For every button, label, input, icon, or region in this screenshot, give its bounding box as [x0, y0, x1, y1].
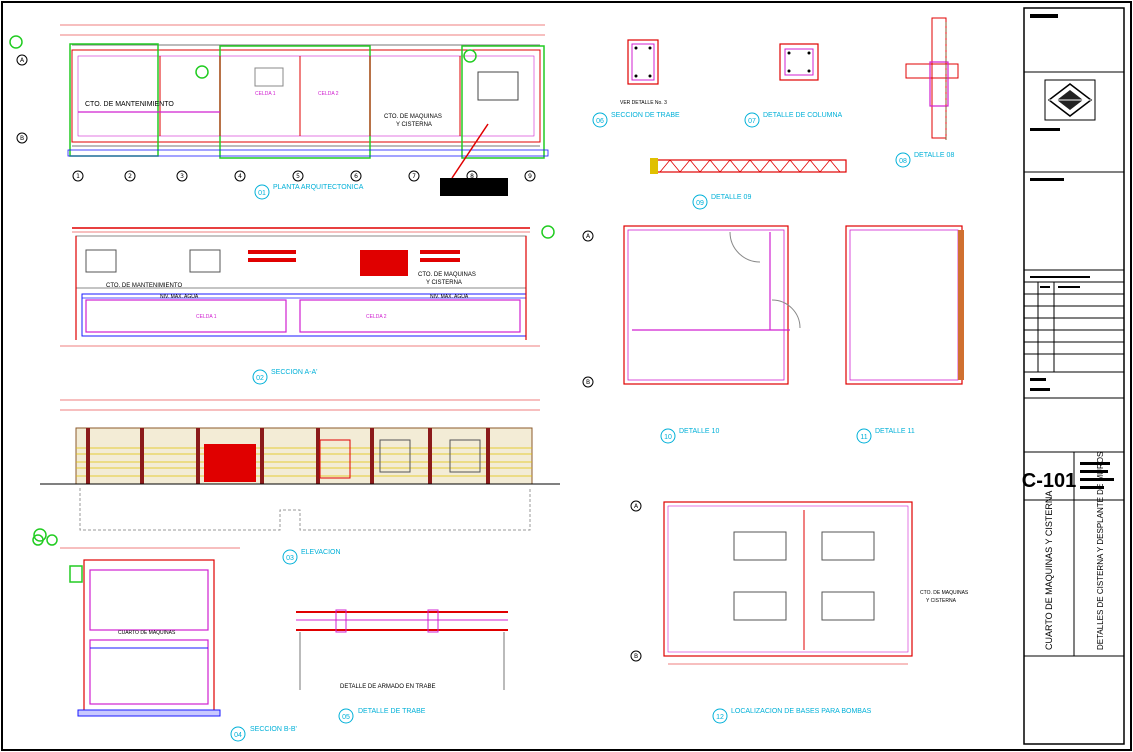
view-num-11: 11: [860, 434, 867, 441]
grid-bubble-6: 6: [354, 173, 358, 180]
view-09-truss-detail: [650, 158, 847, 174]
view-num-03: 03: [286, 555, 294, 562]
section-label-nivel-1: NIV. MAX. AGUA: [160, 294, 199, 300]
view-12-pump-bases: [663, 501, 913, 665]
view-title-06: SECCION DE TRABE: [611, 112, 680, 119]
sheet-number: C-101: [1022, 470, 1076, 492]
grid-bubble-3: 3: [180, 173, 184, 180]
view-title-08: DETALLE 08: [914, 152, 954, 159]
grid-bubble-a: A: [20, 57, 25, 64]
grid-bubble-a-10: A: [586, 233, 591, 240]
view-num-02: 02: [256, 375, 264, 382]
view-num-08: 08: [899, 158, 907, 165]
view-07-column-detail: [779, 43, 819, 81]
view-04-section: [32, 534, 240, 717]
title-block: [1023, 7, 1125, 745]
grid-bubble-2: 2: [128, 173, 132, 180]
view-title-05: DETALLE DE TRABE: [358, 708, 426, 715]
grid-bubble-b-10: B: [586, 379, 590, 386]
view-title-10: DETALLE 10: [679, 428, 719, 435]
view-08-detail: [905, 17, 959, 140]
view-tags: 01 PLANTA ARQUITECTONICA 02 SECCION A-A'…: [230, 112, 954, 742]
view-num-09: 09: [696, 200, 704, 207]
view-11-plan: [845, 225, 964, 385]
room-label-mantenimiento: CTO. DE MANTENIMIENTO: [85, 101, 174, 108]
view-05-beam-detail: [296, 609, 508, 690]
view-01-plan: [9, 24, 549, 196]
view-10-plan: [623, 225, 801, 385]
view-06-beam-section: [627, 39, 659, 85]
grid-bubble-a-12: A: [634, 503, 639, 510]
view-title-01: PLANTA ARQUITECTONICA: [273, 184, 364, 191]
grid-bubble-9: 9: [528, 173, 532, 180]
section-label-maquinas-2: Y CISTERNA: [426, 280, 462, 286]
view-num-07: 07: [748, 118, 756, 125]
beam-section-ref: VER DETALLE No. 3: [620, 100, 667, 106]
logo-icon: [1044, 79, 1096, 121]
section-label-nivel-2: NIV. MAX. AGUA: [430, 294, 469, 300]
room-label-celda1: CELDA 1: [255, 91, 276, 97]
title-block-rows: [1024, 71, 1124, 657]
view-03-elevation: [40, 399, 560, 531]
title-block-fills: [1030, 14, 1114, 489]
grid-bubble-5: 5: [296, 173, 300, 180]
view-title-12: LOCALIZACION DE BASES PARA BOMBAS: [731, 708, 872, 715]
view-title-09: DETALLE 09: [711, 194, 751, 201]
view-title-03: ELEVACION: [301, 549, 341, 556]
grid-bubble-8: 8: [470, 173, 474, 180]
view-title-02: SECCION A-A': [271, 369, 317, 376]
view-num-04: 04: [234, 732, 242, 739]
room-label-maquinas-2: Y CISTERNA: [396, 122, 432, 128]
section-label-maquinas-1: CTO. DE MAQUINAS: [418, 272, 476, 278]
grid-bubble-1: 1: [76, 173, 80, 180]
pump-room-label-2: Y CISTERNA: [926, 598, 957, 604]
grid-bubble-b-12: B: [634, 653, 638, 660]
room-label-maquinas-1: CTO. DE MAQUINAS: [384, 114, 442, 120]
section-label-celda1: CELDA 1: [196, 314, 217, 320]
grid-bubble-7: 7: [412, 173, 416, 180]
project-title: CUARTO DE MAQUINAS Y CISTERNA: [1044, 491, 1054, 650]
view-02-section: [33, 225, 555, 542]
view-num-10: 10: [664, 434, 672, 441]
view-num-05: 05: [342, 714, 350, 721]
grid-bubble-b: B: [20, 135, 24, 142]
grid-bubble-4: 4: [238, 173, 242, 180]
sheet-title: DETALLES DE CISTERNA Y DESPLANTE DE MURO…: [1096, 452, 1105, 650]
pump-room-label-1: CTO. DE MAQUINAS: [920, 590, 969, 596]
view-title-04: SECCION B-B': [250, 726, 297, 733]
section-label-mantenimiento: CTO. DE MANTENIMIENTO: [106, 283, 182, 289]
view-num-06: 06: [596, 118, 604, 125]
beam-armado-label: DETALLE DE ARMADO EN TRABE: [340, 684, 435, 690]
room-label-celda2: CELDA 2: [318, 91, 339, 97]
view-num-01: 01: [258, 190, 266, 197]
view-title-11: DETALLE 11: [875, 428, 915, 435]
view-num-12: 12: [716, 714, 724, 721]
view-title-07: DETALLE DE COLUMNA: [763, 112, 843, 119]
section-label-celda2: CELDA 2: [366, 314, 387, 320]
grid-bubbles-plan: 1 2 3 4 5 6 7 8 9 A B A B A B: [16, 54, 642, 662]
section-b-label-cuarto: CUARTO DE MAQUINAS: [118, 630, 176, 636]
